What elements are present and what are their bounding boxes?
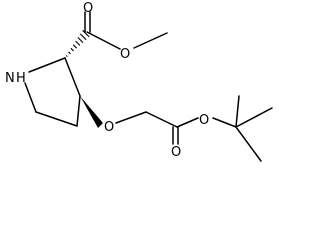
bond-c3-c2	[64, 57, 81, 97]
bond-tbu-methyl-up	[235, 95, 240, 128]
bond-n1-c2	[28, 57, 66, 73]
bond-tbu-methyl-down	[235, 126, 262, 162]
tert-butyl-ester-ether-oxygen-label: O	[199, 113, 209, 128]
bond-ring-oxygen-ch2	[115, 111, 147, 124]
bond-c4-c3	[76, 95, 81, 127]
bond-tbu-methyl-right	[235, 107, 273, 128]
solid-wedge-bond-c3-oxygen	[80, 96, 103, 128]
bond-carbonyl-ester-oxygen	[176, 117, 199, 128]
methyl-ester-group	[84, 11, 168, 50]
bond-carbonyl-ether-oxygen	[86, 31, 121, 50]
tert-butyl-ester-carbonyl-oxygen-label: O	[171, 145, 181, 160]
hashed-wedge-bond-c2-carbonyl	[65, 29, 90, 58]
bond-ester-oxygen-tbu	[212, 117, 237, 128]
bond-n1-c5	[24, 82, 37, 113]
ring-nitrogen-label: N	[5, 71, 15, 86]
ring-ether-oxygen-label: O	[104, 120, 114, 135]
chemical-structure-diagram: N H O O O O O	[5, 1, 273, 162]
ester-carbonyl-oxygen-label: O	[83, 1, 93, 16]
bond-ch2-carbonyl	[145, 111, 178, 128]
pyrrolidine-ring	[24, 57, 81, 127]
tert-butyl-ester-chain	[115, 95, 273, 162]
bond-ether-oxygen-methyl	[133, 32, 168, 49]
ester-ether-oxygen-label: O	[120, 47, 130, 62]
bond-c5-c4	[35, 111, 78, 127]
ring-nitrogen-hydrogen-label: H	[16, 71, 26, 86]
